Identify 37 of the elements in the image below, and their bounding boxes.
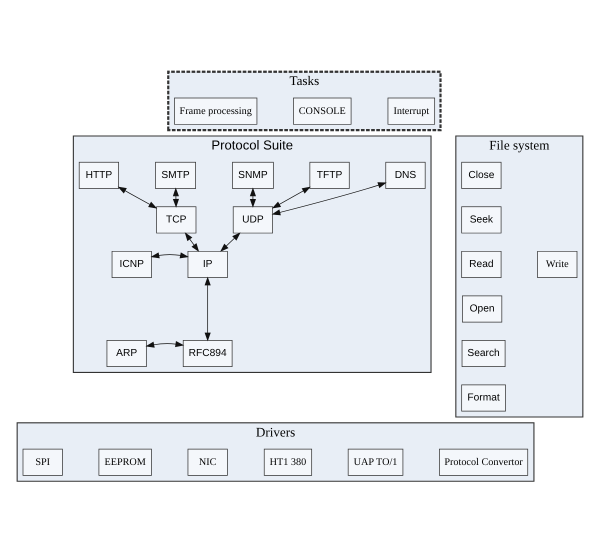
- node-box: Interrupt: [388, 98, 436, 125]
- arrow: [184, 232, 200, 252]
- node-box: HT1 380: [264, 448, 312, 476]
- node-box: Open: [462, 295, 502, 322]
- node-box: DNS: [385, 162, 426, 189]
- arrow: [272, 182, 387, 216]
- node-box: Read: [461, 250, 502, 278]
- node-box: Protocol Convertor: [439, 448, 528, 476]
- node-box: ARP: [106, 340, 147, 367]
- node-box: RFC894: [182, 340, 232, 367]
- arrow: [250, 188, 256, 208]
- arrow: [172, 188, 179, 208]
- node-box: Write: [537, 250, 578, 278]
- arrow: [204, 276, 211, 342]
- node-box: Format: [461, 384, 506, 412]
- node-box: SPI: [22, 448, 63, 476]
- node-box: TFTP: [310, 162, 350, 189]
- node-box: Search: [462, 340, 506, 367]
- node-box: IP: [188, 250, 228, 278]
- node-box: Close: [461, 162, 502, 189]
- arrow: [150, 252, 189, 258]
- arrow: [118, 186, 158, 209]
- node-box: Seek: [461, 206, 502, 234]
- node-box: TCP: [156, 206, 196, 234]
- node-box: ICNP: [112, 250, 152, 278]
- node-box: SMTP: [155, 162, 196, 189]
- node-box: NIC: [188, 448, 228, 476]
- node-box: UAP TO/1: [348, 448, 404, 476]
- arrow: [146, 341, 184, 348]
- node-box: SNMP: [232, 162, 274, 189]
- node-box: EEPROM: [98, 448, 152, 476]
- node-box: Frame processing: [174, 98, 258, 125]
- node-box: CONSOLE: [293, 98, 352, 125]
- arrow: [220, 232, 241, 252]
- node-box: HTTP: [78, 162, 119, 189]
- arrow: [272, 186, 311, 209]
- node-box: UDP: [232, 206, 273, 234]
